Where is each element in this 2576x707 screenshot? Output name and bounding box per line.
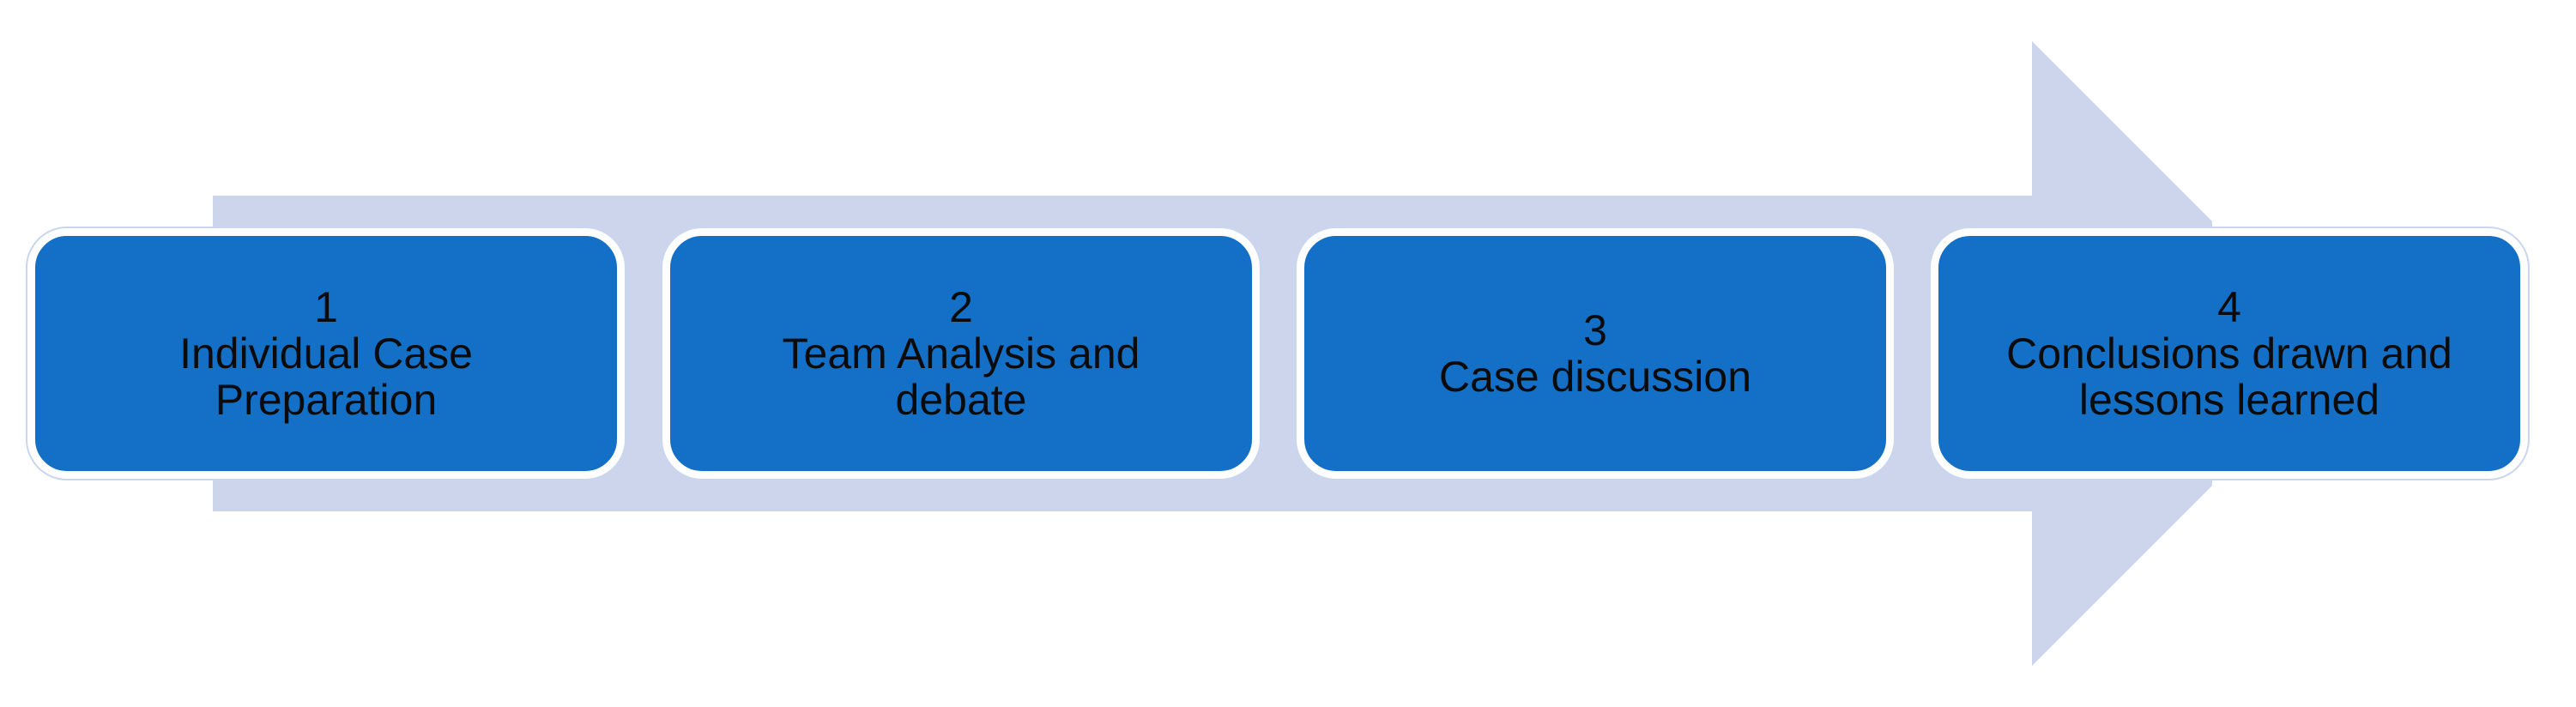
step-label-3-line-1: Case discussion [1438, 353, 1752, 401]
step-number-4: 4 [2217, 283, 2241, 331]
step-box-3: 3 Case discussion [1297, 228, 1894, 479]
step-text-3: 3 Case discussion [1424, 307, 1767, 400]
step-text-1: 1 Individual Case Preparation [164, 284, 488, 423]
step-label-1-line-2: Preparation [215, 376, 438, 424]
step-text-4: 4 Conclusions drawn and lessons learned [1991, 284, 2468, 423]
step-number-3: 3 [1583, 306, 1607, 354]
step-label-2-line-2: debate [895, 376, 1027, 424]
step-box-2: 2 Team Analysis and debate [662, 228, 1260, 479]
step-label-4-line-2: lessons learned [2078, 376, 2380, 424]
step-box-1: 1 Individual Case Preparation [27, 228, 625, 479]
step-number-1: 1 [314, 283, 338, 331]
step-label-4-line-1: Conclusions drawn and [2006, 329, 2452, 378]
step-text-2: 2 Team Analysis and debate [767, 284, 1156, 423]
step-box-4: 4 Conclusions drawn and lessons learned [1931, 228, 2528, 479]
step-label-1-line-1: Individual Case [179, 329, 473, 378]
step-number-2: 2 [949, 283, 973, 331]
step-label-2-line-1: Team Analysis and [782, 329, 1140, 378]
